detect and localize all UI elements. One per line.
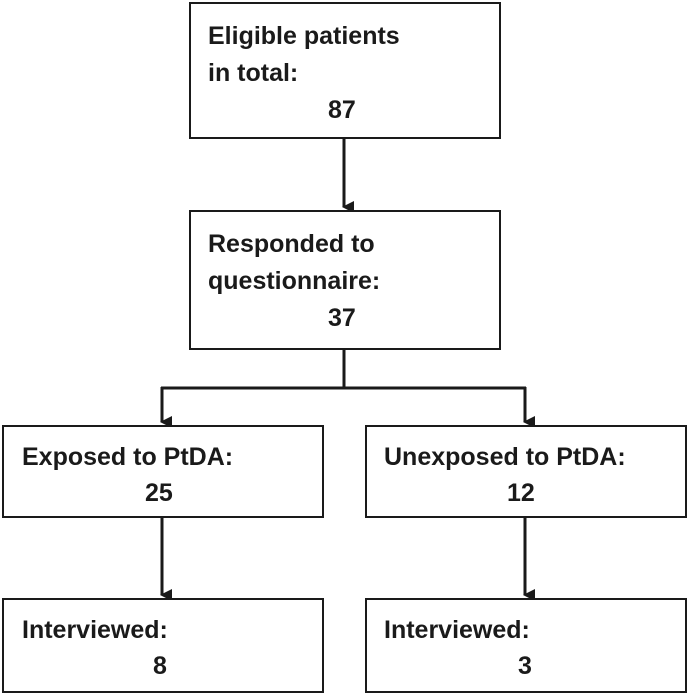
interviewed-exposed-label: Interviewed: — [22, 616, 168, 644]
exposed-count: 25 — [145, 479, 173, 507]
unexposed-box: Unexposed to PtDA: 12 — [365, 425, 687, 518]
interviewed-unexposed-label: Interviewed: — [384, 616, 530, 644]
responded-label-line1: Responded to — [208, 230, 375, 258]
interviewed-unexposed-box: Interviewed: 3 — [365, 598, 687, 693]
unexposed-count: 12 — [507, 479, 535, 507]
interviewed-unexposed-count: 3 — [518, 652, 532, 680]
eligible-patients-box: Eligible patients in total: 87 — [189, 2, 501, 139]
exposed-box: Exposed to PtDA: 25 — [2, 425, 324, 518]
unexposed-label: Unexposed to PtDA: — [384, 443, 626, 471]
eligible-patients-label-line1: Eligible patients — [208, 22, 400, 50]
eligible-patients-label-line2: in total: — [208, 59, 299, 87]
responded-count: 37 — [328, 304, 356, 332]
responded-questionnaire-box: Responded to questionnaire: 37 — [189, 210, 501, 350]
interviewed-exposed-box: Interviewed: 8 — [2, 598, 324, 693]
responded-label-line2: questionnaire: — [208, 267, 381, 295]
eligible-patients-count: 87 — [328, 96, 356, 124]
interviewed-exposed-count: 8 — [153, 652, 167, 680]
exposed-label: Exposed to PtDA: — [22, 443, 234, 471]
